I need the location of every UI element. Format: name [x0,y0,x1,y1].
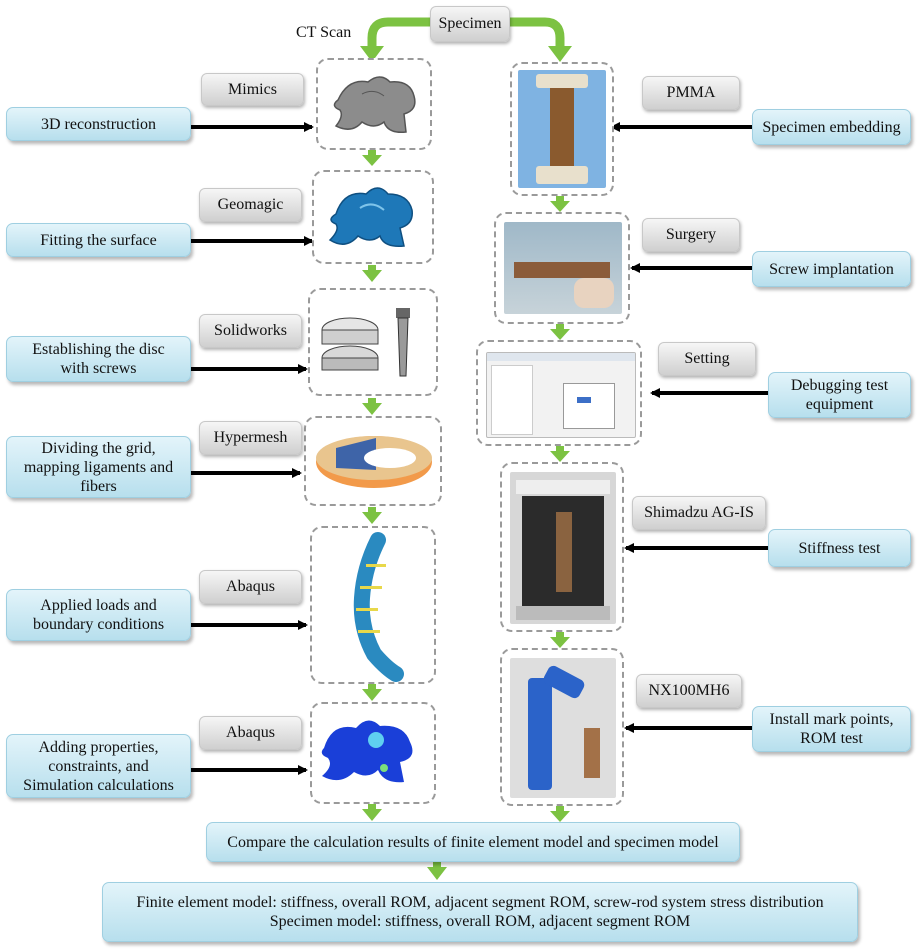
mesh-disc-image [316,436,432,488]
result-line-specimen: Specimen model: stiffness, overall ROM, … [269,913,691,930]
software-label-solidworks: Solidworks [199,314,302,348]
step-adding-properties: Adding properties, constraints, and Simu… [6,734,191,798]
step-stiffness-test: Stiffness test [768,529,911,567]
frame-hypermesh [304,416,442,506]
software-label-abaqus-1: Abaqus [199,570,302,604]
green-arrow-to-specimen [508,17,565,48]
software-label-hypermesh: Hypermesh [199,421,302,455]
frame-setting [476,340,642,446]
result-line-fe: Finite element model: stiffness, overall… [136,894,824,911]
testing-machine-photo [510,472,616,624]
result-summary-box: Finite element model: stiffness, overall… [102,882,858,942]
frame-shimadzu [500,462,624,632]
software-label-geomagic: Geomagic [199,188,302,222]
embedded-specimen-photo [518,70,606,188]
step-specimen-embedding: Specimen embedding [752,109,911,145]
robot-arm-photo [510,658,616,798]
ct-scan-label: CT Scan [296,24,352,41]
frame-nx100mh6 [500,648,624,806]
tool-label-pmma: PMMA [642,76,740,110]
frame-abaqus-2 [310,702,436,804]
specimen-box: Specimen [430,6,510,42]
software-screenshot [486,352,636,438]
vertebra-gray-image [333,76,416,134]
software-label-mimics: Mimics [201,73,304,106]
tool-label-setting: Setting [658,342,756,376]
frame-pmma [510,62,614,196]
step-establishing-disc: Establishing the disc with screws [6,336,191,382]
compare-results-box: Compare the calculation results of finit… [206,822,740,862]
step-debugging-equipment: Debugging test equipment [768,372,911,418]
frame-surgery [494,212,630,324]
step-dividing-grid: Dividing the grid, mapping ligaments and… [6,436,191,498]
disc-screw-image [321,308,410,377]
stress-map-image [321,720,413,783]
step-applied-loads: Applied loads and boundary conditions [6,589,191,641]
frame-abaqus-1 [310,526,436,684]
tool-label-shimadzu: Shimadzu AG-IS [632,496,766,530]
frame-geomagic [312,170,434,264]
step-3d-reconstruction: 3D reconstruction [6,107,191,141]
step-fitting-surface: Fitting the surface [6,223,191,257]
software-label-abaqus-2: Abaqus [199,716,302,750]
step-install-mark-points: Install mark points, ROM test [752,706,911,752]
specimen-label: Specimen [438,15,502,32]
vertebra-blue-image [328,187,413,248]
green-arrow-to-ct [367,17,432,48]
tool-label-nx100mh6: NX100MH6 [636,674,742,708]
step-screw-implantation: Screw implantation [752,251,911,287]
spine-model-image [353,532,404,682]
surgery-photo [504,222,622,314]
frame-solidworks [308,288,438,396]
frame-mimics [316,58,432,150]
tool-label-surgery: Surgery [642,218,740,252]
